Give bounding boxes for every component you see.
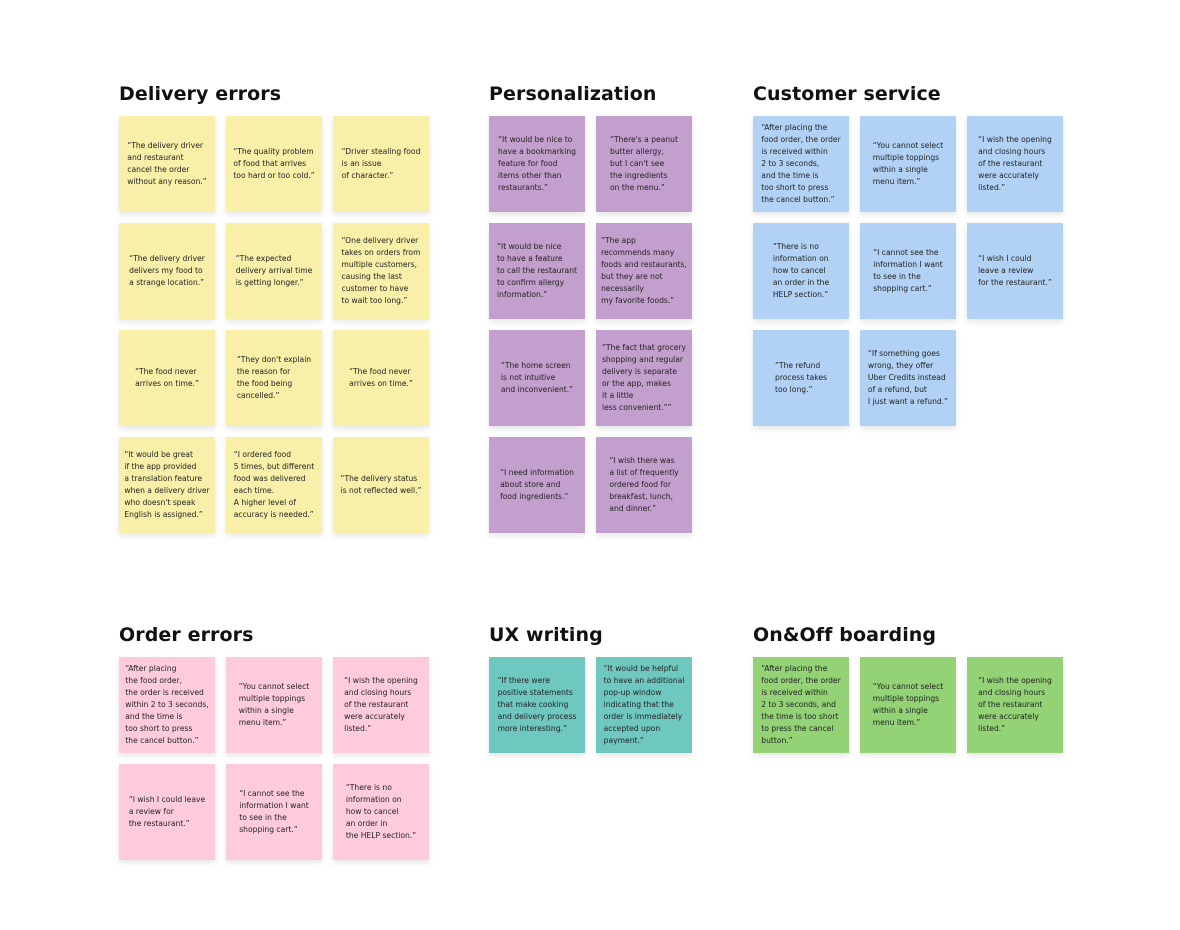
sticky-note-text: “The quality problem of food that arrive… [233,147,315,180]
sticky-note-grid: “The delivery driver and restaurant canc… [119,116,429,533]
sticky-note-text: “I wish the opening and closing hours of… [978,135,1052,192]
sticky-note[interactable]: “The food never arrives on time.” [119,330,215,426]
group-ux-writing: UX writing “If there were positive statem… [489,623,692,753]
sticky-note-text: “I cannot see the information I want to … [239,789,309,834]
sticky-note-text: “I wish I could leave a review for the r… [128,795,206,828]
sticky-note[interactable]: “They don't explain the reason for the f… [226,330,322,426]
sticky-note-text: “If there were positive statements that … [497,676,577,733]
sticky-note-text: “The food never arrives on time.” [135,367,199,388]
sticky-note[interactable]: “I wish I could leave a review for the r… [967,223,1063,319]
group-title: Delivery errors [119,83,282,105]
sticky-note[interactable]: “After placing the food order, the order… [753,116,849,212]
group-title: UX writing [489,624,603,646]
sticky-note[interactable]: “You cannot select multiple toppings wit… [860,657,956,753]
sticky-note-text: “The food never arrives on time.” [349,367,413,388]
sticky-note-text: “It would be helpful to have an addition… [603,664,685,745]
sticky-note[interactable]: “It would be nice to have a feature to c… [489,223,585,319]
sticky-note[interactable]: “Driver stealing food is an issue of cha… [333,116,429,212]
group-on-off-boarding: On&Off boarding “After placing the food o… [753,623,1063,753]
sticky-note-text: “I wish the opening and closing hours of… [978,676,1052,733]
sticky-note[interactable]: “You cannot select multiple toppings wit… [226,657,322,753]
sticky-note-grid: “If there were positive statements that … [489,657,692,753]
group-order-errors: Order errors “After placing the food orde… [119,623,429,860]
group-title: On&Off boarding [753,624,937,646]
sticky-note[interactable]: “After placing the food order, the order… [753,657,849,753]
group-personalization: Personalization “It would be nice to have… [489,82,692,533]
sticky-note-text: “It would be nice to have a feature to c… [497,242,577,299]
sticky-note-text: “The fact that grocery shopping and regu… [601,343,687,412]
sticky-note-text: “There is no information on how to cance… [345,783,417,840]
group-delivery-errors: Delivery errors “The delivery driver and … [119,82,429,533]
sticky-note[interactable]: “I need information about store and food… [489,437,585,533]
sticky-note[interactable]: “I cannot see the information I want to … [860,223,956,319]
sticky-note[interactable]: “The food never arrives on time.” [333,330,429,426]
sticky-note[interactable]: “The home screen is not intuitive and in… [489,330,585,426]
group-title: Personalization [489,83,657,105]
sticky-note-text: “The expected delivery arrival time is g… [235,254,313,287]
sticky-note-text: “The app recommends many foods and resta… [601,236,687,305]
sticky-note[interactable]: “The delivery status is not reflected we… [333,437,429,533]
sticky-note[interactable]: “There is no information on how to cance… [333,764,429,860]
sticky-note-text: “I wish there was a list of frequently o… [609,456,679,513]
sticky-note-grid: “After placing the food order, the order… [119,657,429,860]
sticky-note[interactable]: “It would be great if the app provided a… [119,437,215,533]
sticky-note[interactable]: “The app recommends many foods and resta… [596,223,692,319]
sticky-note[interactable]: “The fact that grocery shopping and regu… [596,330,692,426]
sticky-note[interactable]: “I wish I could leave a review for the r… [119,764,215,860]
sticky-note[interactable]: “I wish the opening and closing hours of… [967,116,1063,212]
sticky-note-text: “I need information about store and food… [500,468,574,501]
sticky-note[interactable]: “There's a peanut butter allergy, but I … [596,116,692,212]
sticky-note-text: “I ordered food 5 times, but different f… [233,450,315,519]
sticky-note-text: “You cannot select multiple toppings wit… [872,682,944,727]
sticky-note-text: “It would be nice to have a bookmarking … [498,135,576,192]
sticky-note-text: “They don't explain the reason for the f… [236,355,312,400]
sticky-note[interactable]: “The delivery driver delivers my food to… [119,223,215,319]
group-title: Customer service [753,83,941,105]
sticky-note[interactable]: “You cannot select multiple toppings wit… [860,116,956,212]
sticky-note-text: “The delivery driver delivers my food to… [129,254,205,287]
sticky-note-text: “After placing the food order, the order… [125,664,209,745]
sticky-note-text: “There's a peanut butter allergy, but I … [610,135,678,192]
sticky-note-text: “Driver stealing food is an issue of cha… [341,147,421,180]
sticky-note-grid: “It would be nice to have a bookmarking … [489,116,692,533]
sticky-note-text: “The delivery driver and restaurant canc… [127,141,207,186]
sticky-note[interactable]: “I cannot see the information I want to … [226,764,322,860]
sticky-note-text: “The home screen is not intuitive and in… [500,361,574,394]
sticky-note[interactable]: “The quality problem of food that arrive… [226,116,322,212]
sticky-note-text: “It would be great if the app provided a… [124,450,210,519]
sticky-note[interactable]: “I ordered food 5 times, but different f… [226,437,322,533]
group-customer-service: Customer service “After placing the food … [753,82,1063,426]
sticky-note-grid: “After placing the food order, the order… [753,657,1063,753]
sticky-note-text: “If something goes wrong, they offer Ube… [867,349,949,406]
group-title: Order errors [119,624,254,646]
sticky-note-text: “After placing the food order, the order… [761,664,841,745]
sticky-note-text: “I wish the opening and closing hours of… [344,676,418,733]
sticky-note[interactable]: “One delivery driver takes on orders fro… [333,223,429,319]
sticky-note-text: “The refund process takes too long.” [775,361,827,394]
sticky-note[interactable]: “After placing the food order, the order… [119,657,215,753]
sticky-note[interactable]: “I wish the opening and closing hours of… [967,657,1063,753]
sticky-note[interactable]: “It would be nice to have a bookmarking … [489,116,585,212]
sticky-note[interactable]: “If something goes wrong, they offer Ube… [860,330,956,426]
sticky-note-text: “I wish I could leave a review for the r… [978,254,1052,287]
sticky-note[interactable]: “I wish the opening and closing hours of… [333,657,429,753]
sticky-note[interactable]: “The expected delivery arrival time is g… [226,223,322,319]
sticky-note-grid: “After placing the food order, the order… [753,116,1063,426]
sticky-note-text: “You cannot select multiple toppings wit… [238,682,310,727]
sticky-note-text: “There is no information on how to cance… [772,242,830,299]
sticky-note[interactable]: “I wish there was a list of frequently o… [596,437,692,533]
sticky-note[interactable]: “It would be helpful to have an addition… [596,657,692,753]
sticky-note-text: “I cannot see the information I want to … [873,248,943,293]
sticky-note-text: “After placing the food order, the order… [761,123,841,204]
sticky-note[interactable]: “There is no information on how to cance… [753,223,849,319]
sticky-note[interactable]: “The delivery driver and restaurant canc… [119,116,215,212]
sticky-note[interactable]: “The refund process takes too long.” [753,330,849,426]
sticky-note-text: “You cannot select multiple toppings wit… [872,141,944,186]
sticky-note-text: “One delivery driver takes on orders fro… [341,236,421,305]
sticky-note[interactable]: “If there were positive statements that … [489,657,585,753]
sticky-note-text: “The delivery status is not reflected we… [340,474,422,495]
